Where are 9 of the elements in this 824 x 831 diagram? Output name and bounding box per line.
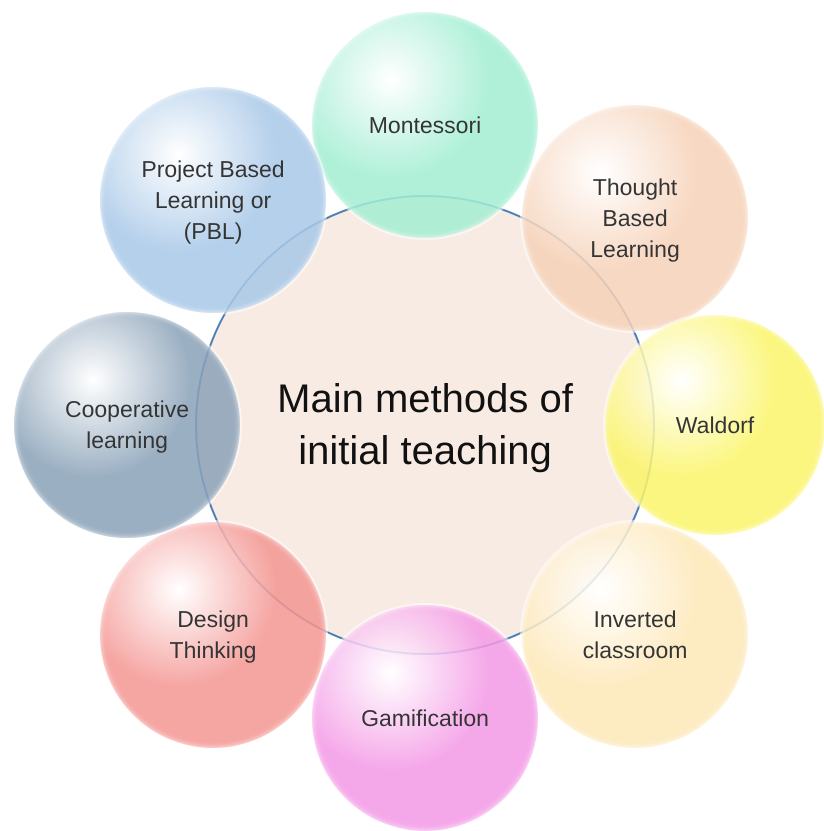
method-label: Project Based Learning or (PBL) [140,154,286,246]
method-label: Cooperative learning [64,395,190,455]
central-title: Main methods of initial teaching [276,376,574,475]
method-label: Design Thinking [168,605,258,665]
method-label: Waldorf [674,410,756,440]
method-label: Montessori [368,110,482,140]
method-label: Inverted classroom [582,605,688,665]
method-label: Gamification [360,704,490,732]
method-label: Thought Based Learning [589,172,681,264]
